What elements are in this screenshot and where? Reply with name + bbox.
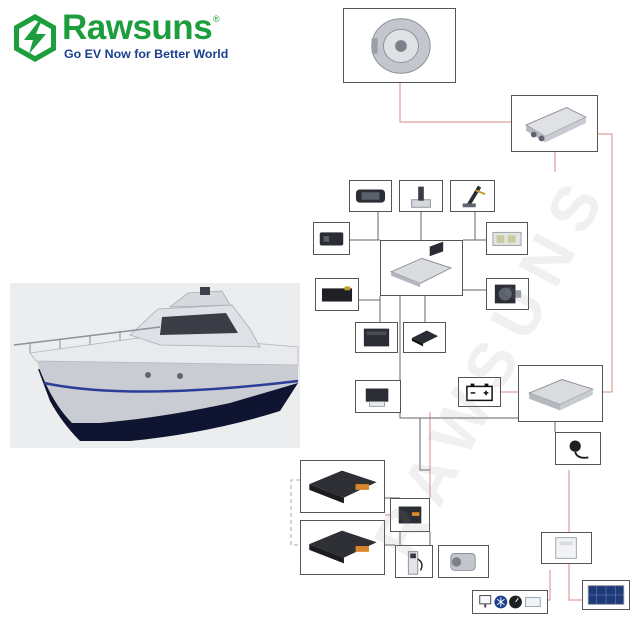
boat-image	[10, 283, 300, 448]
battery-pack-icon	[309, 530, 377, 564]
monitor-icon	[479, 595, 492, 608]
throttle-pedal-icon	[462, 185, 486, 208]
high-voltage-wires	[385, 82, 613, 601]
relay-module-box	[313, 222, 350, 255]
accessories-box	[472, 590, 548, 614]
motor-icon	[371, 18, 431, 74]
plate-icon	[525, 596, 541, 608]
brand-name: Rawsuns	[62, 8, 213, 47]
gear-shifter-box	[399, 180, 443, 212]
registered-mark: ®	[213, 14, 220, 24]
small-controller-box	[403, 322, 446, 353]
battery-pack-icon	[309, 470, 377, 504]
connector-box-icon	[492, 231, 522, 247]
ac-compressor-box	[438, 545, 489, 578]
charger-box	[390, 498, 430, 532]
gear-shifter-icon	[411, 186, 431, 208]
charging-station-box	[395, 545, 433, 578]
power-distribution-unit-box	[518, 365, 603, 422]
boat-icon	[13, 287, 299, 441]
solar-controller-icon	[555, 537, 577, 559]
brand-logo: Rawsuns ® Go EV Now for Better World	[10, 8, 229, 66]
bms-icon	[365, 388, 389, 407]
battery-symbol-icon	[466, 383, 493, 402]
black-module-icon	[321, 286, 353, 302]
dc-dc-converter-icon	[363, 328, 390, 347]
vehicle-control-unit-box	[380, 240, 463, 296]
motor-controller-box	[511, 95, 598, 152]
gauge-icon	[509, 595, 522, 609]
solar-panel-box	[582, 580, 630, 610]
solar-panel-icon	[587, 585, 625, 605]
fan-icon	[494, 284, 522, 304]
vehicle-control-unit-icon	[389, 241, 453, 288]
snowflake-icon	[494, 595, 508, 609]
dc-dc-converter-box	[355, 322, 398, 353]
solar-controller-box	[541, 532, 592, 564]
logo-mark-icon	[14, 14, 56, 62]
small-controller-icon	[411, 330, 439, 347]
relay-module-icon	[319, 232, 344, 246]
connector-box	[486, 222, 528, 255]
motor-controller-icon	[524, 107, 587, 143]
bms-box	[355, 380, 401, 413]
plug-icon	[569, 440, 589, 459]
battery-pack-1-box	[300, 460, 385, 513]
black-module-box	[315, 278, 359, 311]
charger-icon	[398, 506, 422, 524]
display-box	[349, 180, 392, 212]
battery-symbol-box	[458, 377, 501, 407]
brand-tagline: Go EV Now for Better World	[64, 47, 229, 61]
motor-box	[343, 8, 456, 83]
display-icon	[355, 189, 386, 203]
power-distribution-unit-icon	[527, 378, 595, 411]
ac-compressor-icon	[450, 553, 476, 571]
plug-box	[555, 432, 601, 465]
fan-box	[486, 278, 529, 310]
throttle-pedal-box	[450, 180, 495, 212]
charging-station-icon	[407, 551, 423, 575]
battery-pack-2-box	[300, 520, 385, 575]
